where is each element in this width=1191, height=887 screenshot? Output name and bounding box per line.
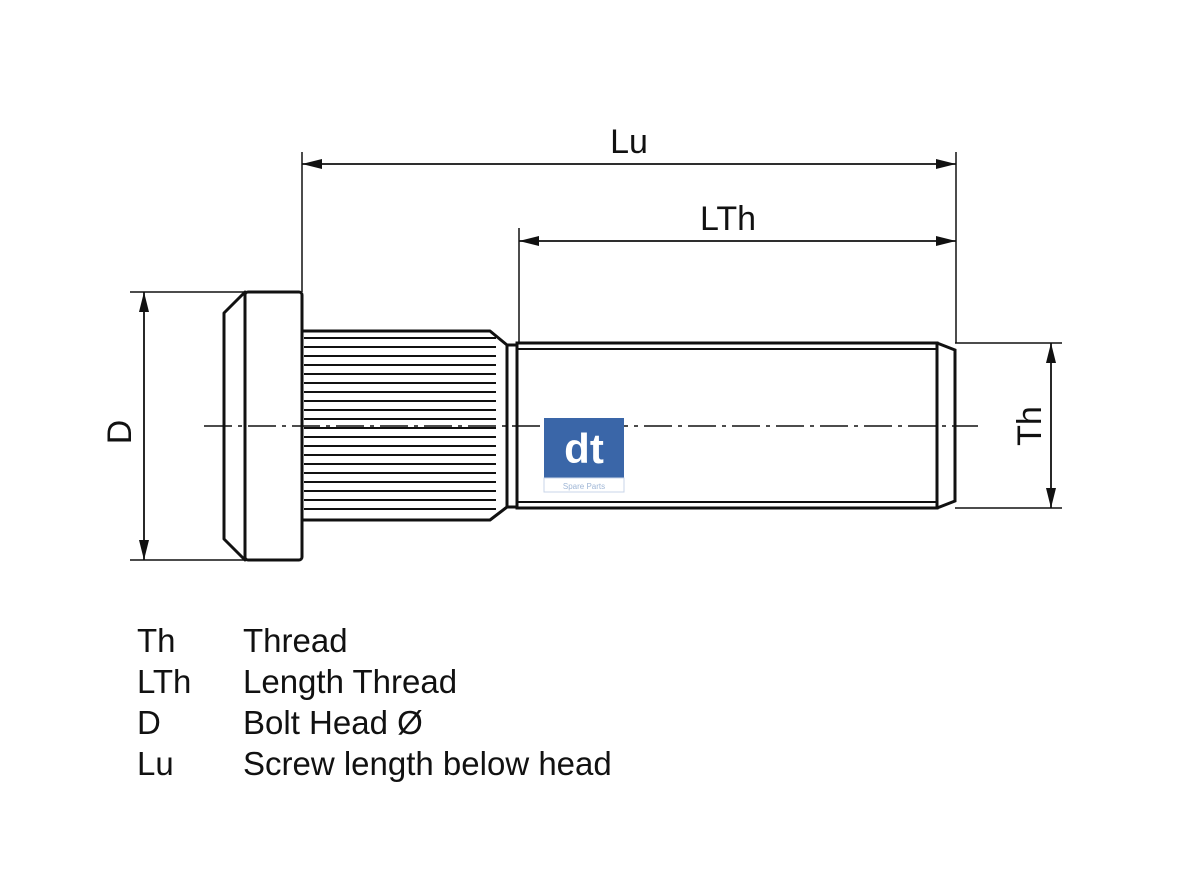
lth-label: LTh: [700, 200, 756, 238]
legend-symbol: D: [137, 704, 161, 741]
legend-meaning: Length Thread: [243, 663, 458, 700]
dimension-lines: [139, 159, 1056, 560]
extension-lines: [130, 152, 1062, 561]
legend-row: D Bolt Head Ø: [137, 702, 612, 743]
legend-symbol: Th: [137, 622, 176, 659]
logo-mark: dt: [564, 425, 604, 472]
d-label: D: [101, 420, 139, 445]
legend-symbol: Lu: [137, 745, 174, 782]
legend-row: Lu Screw length below head: [137, 743, 612, 784]
legend-meaning: Bolt Head Ø: [243, 704, 423, 741]
legend-row: Th Thread: [137, 620, 612, 661]
dt-logo: dt Spare Parts: [543, 418, 625, 493]
legend: Th Thread LTh Length Thread D Bolt Head …: [137, 620, 612, 784]
legend-row: LTh Length Thread: [137, 661, 612, 702]
lu-label: Lu: [610, 123, 648, 161]
th-label: Th: [1011, 406, 1049, 446]
legend-symbol: LTh: [137, 663, 192, 700]
logo-subtitle: Spare Parts: [563, 482, 605, 491]
legend-meaning: Thread: [243, 622, 348, 659]
legend-meaning: Screw length below head: [243, 745, 612, 782]
bolt-head: [222, 290, 304, 562]
